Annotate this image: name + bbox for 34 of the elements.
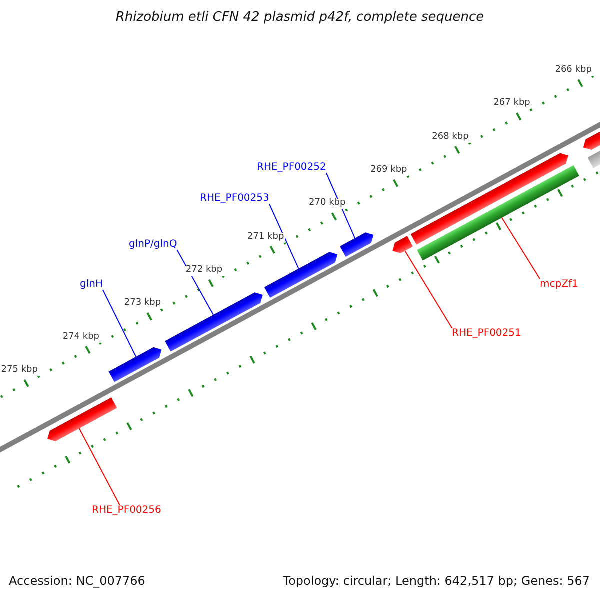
position-label: 273 kbp [123, 299, 162, 310]
position-label: 267 kbp [492, 99, 532, 110]
gene-feature [48, 398, 118, 442]
leader-line [326, 172, 356, 239]
position-label: 271 kbp [246, 232, 286, 243]
leader-line [404, 250, 452, 328]
position-label: 266 kbp [554, 66, 593, 76]
position-label: 269 kbp [370, 166, 408, 176]
position-label: 275 kbp [0, 366, 39, 376]
gene-label: RHE_PF00256 [92, 505, 162, 516]
map-title: Rhizobium etli CFN 42 plasmid p42f, complete sequence [114, 10, 486, 25]
leader-line [176, 250, 214, 316]
leader-line [78, 428, 120, 506]
position-label: 274 kbp [62, 332, 101, 343]
gene-feature [417, 165, 580, 261]
position-label: 270 kbp [308, 199, 347, 210]
gene-feature [410, 153, 568, 245]
position-label: 268 kbp [431, 132, 470, 143]
leader-line [102, 290, 137, 358]
footer-text: Topology: circular; Length: 642,517 bp; Genes: 567 [283, 575, 590, 588]
position-label: 272 kbp [184, 266, 224, 276]
gene-feature [264, 252, 338, 298]
gene-label: glnH [80, 279, 103, 290]
gene-feature [165, 292, 263, 352]
gene-label: mcpZf1 [540, 279, 578, 290]
gene-feature [392, 236, 414, 254]
gene-feature [108, 347, 162, 382]
leader-line [268, 204, 300, 270]
gene-label: RHE_PF00251 [452, 328, 522, 339]
gene-label: glnP/glnQ [129, 239, 178, 250]
gene-feature [340, 232, 374, 257]
gene-label: RHE_PF00252 [257, 162, 326, 173]
footer-text: Accession: NC_007766 [9, 575, 146, 588]
gene-label: RHE_PF00253 [200, 193, 270, 204]
